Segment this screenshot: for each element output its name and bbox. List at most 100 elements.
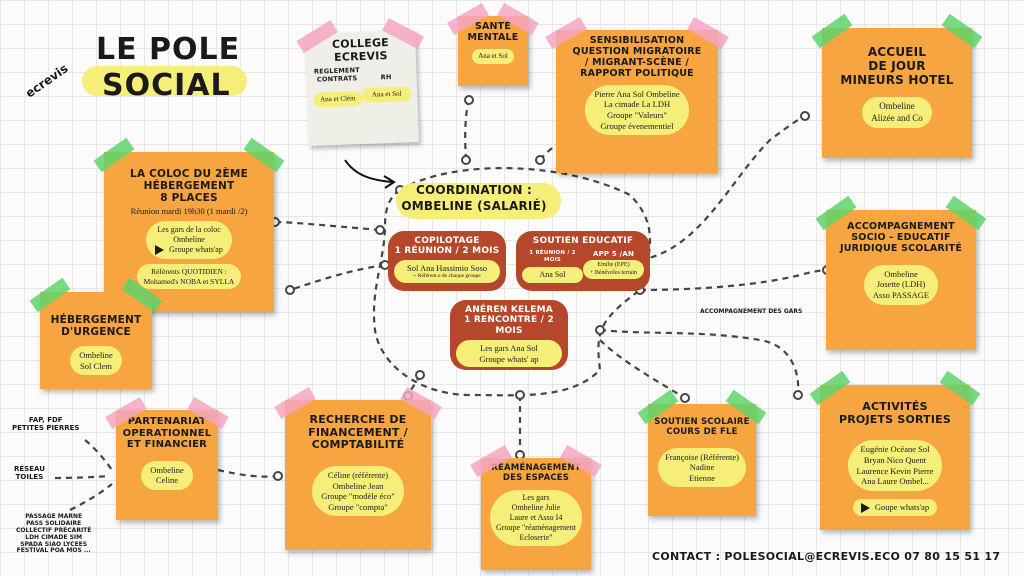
coordination-line1: COORDINATION : — [416, 183, 532, 197]
activites-value: Eugénie Océane Sol — [860, 444, 930, 455]
accueil-title-2: MINEURS HOTEL — [840, 72, 954, 87]
coordination-block: COORDINATION : OMBELINE (SALARIÉ) — [384, 180, 564, 222]
label-line: RÉSEAU — [14, 465, 45, 473]
note-accueil: ACCUEIL DE JOUR MINEURS HOTEL Ombeline A… — [811, 13, 983, 158]
reamenagement-value: Les gars — [522, 492, 550, 502]
recherche-value: Ombeline Jean — [332, 480, 384, 491]
coloc-pill2-value: Référents QUOTIDIEN : — [151, 267, 227, 277]
kelema-value: Groupe whats' ap — [479, 353, 539, 364]
activites-pill: Eugénie Océane Sol Bryan Nico Quent Laur… — [847, 440, 943, 491]
flag-icon — [155, 245, 165, 256]
urgence-pill: Ombeline Sol Clem — [70, 346, 122, 376]
title-highlight — [82, 66, 247, 96]
accueil-title-1: DE JOUR — [868, 58, 926, 73]
note-recherche: RECHERCHE DE FINANCEMENT / COMPTABILITÉ … — [274, 386, 442, 550]
recherche-pill: Céline (référente) Ombeline Jean Groupe … — [312, 465, 404, 517]
coloc-title-0: LA COLOC DU 2ÈME — [130, 168, 248, 180]
note-reamenagement: RÉAMÉNAGEMENT DES ESPACES Les gars Ombel… — [470, 444, 602, 570]
accompagnement-value: Josette (LDH) — [876, 279, 926, 290]
contact-line: CONTACT : POLESOCIAL@ECREVIS.ECO 07 80 1… — [652, 550, 1001, 563]
partenariat-pill: Ombeline Celine — [141, 460, 193, 490]
title-line1: LE POLE — [96, 32, 241, 67]
reamenagement-value: Ombeline Julie — [511, 502, 561, 512]
box-kelema: ANÉREN KELEMA 1 RENCONTRE / 2 MOIS Les g… — [450, 300, 568, 370]
soutien-scolaire-value: Etienne — [689, 472, 715, 483]
note-partenariat: PARTENARIAT OPERATIONNEL ET FINANCIER Om… — [105, 396, 229, 520]
coloc-pill1-value: Les gars de la coloc — [157, 225, 221, 235]
soutien-educatif-sub1: 1 RÉUNION / 2 MOIS — [529, 250, 576, 263]
partenariat-title-0: PARTENARIAT — [127, 416, 207, 427]
coloc-pill1: Les gars de la coloc Ombeline Groupe wha… — [146, 221, 232, 260]
coloc-title-1: HÉBERGEMENT — [143, 180, 235, 193]
soutien-scolaire-pill: Françoise (Référente) Nadine Etienne — [658, 447, 746, 488]
label-line: FESTIVAL POA MOS ... — [16, 547, 91, 555]
accompagnement-title-0: ACCOMPAGNEMENT — [847, 221, 955, 232]
recherche-title-1: FINANCEMENT / — [308, 425, 408, 439]
partenariat-label-c: PASSAGE MARNE PASS SOLIDAIRE COLLECTIF P… — [16, 513, 91, 555]
copilotage-note: + Référent.e de chaque groupe — [413, 273, 481, 280]
accompagnement-value: Ombeline — [884, 268, 918, 279]
reamenagement-title-0: RÉAMÉNAGEMENT — [491, 463, 581, 473]
college-col1-value: Ana et Clém — [313, 91, 363, 108]
recherche-value: Céline (référente) — [327, 469, 389, 480]
sensibilisation-title-0: SENSIBILISATION — [589, 35, 685, 46]
note-soutien-scolaire: SOUTIEN SCOLAIRE COURS DE FLE Françoise … — [637, 389, 767, 516]
soutien-educatif-value1: Ana Sol — [522, 266, 583, 283]
college-col1-title: REGLEMENT CONTRATS — [313, 66, 360, 84]
accompagnement-link-label: ACCOMPAGNEMENT DES GARS — [700, 308, 803, 315]
kelema-value: Les gars Ana Sol — [480, 343, 538, 354]
college-col2-value: Ana et Sol — [361, 86, 412, 103]
note-college: COLLEGE ECREVIS REGLEMENT CONTRATS Ana e… — [296, 17, 425, 146]
activites-whatsapp-pill: Goupe whats'ap — [852, 498, 938, 516]
copilotage-value: Sol Ana Hassimio Soso — [406, 262, 488, 273]
soutien-educatif-title: SOUTIEN EDUCATIF — [532, 236, 634, 246]
box-copilotage: COPILOTAGE 1 RÉUNION / 2 MOIS Sol Ana Ha… — [388, 231, 506, 291]
sensibilisation-pill: Pierre Ana Sol Ombeline La cimade La LDH… — [585, 84, 689, 136]
urgence-title-1: D'URGENCE — [61, 326, 131, 339]
activites-value: Bryan Nico Quent — [863, 454, 927, 465]
partenariat-label-a: FAP, FDF PETITES PIERRES — [12, 416, 79, 433]
note-activites: ACTIVITÉS PROJETS SORTIES Eugénie Océane… — [809, 370, 981, 530]
reamenagement-title-1: DES ESPACES — [502, 472, 570, 483]
activites-title-0: ACTIVITÉS — [862, 400, 928, 413]
partenariat-label-b: RÉSEAU TOILES — [14, 465, 45, 482]
note-sante-mentale: SANTÉ MENTALE Ana et Sol — [447, 2, 539, 86]
recherche-value: Groupe "modèle éco" — [321, 491, 395, 502]
soutien-educatif-pill2: Emilie (EPE) + Bénévoles terrain — [583, 260, 644, 280]
note-urgence: HÉBERGEMENT D'URGENCE Ombeline Sol Clem — [29, 277, 163, 389]
label-line: PASSAGE MARNE — [25, 513, 83, 520]
college-title2: ECREVIS — [333, 48, 388, 64]
accueil-value: Alizée and Co — [871, 112, 923, 123]
coordination-highlight — [396, 183, 561, 219]
sante-value: Ana et Sol — [472, 48, 514, 64]
coloc-pill1-value: Ombeline — [173, 235, 205, 245]
kelema-title-1: 1 RENCONTRE / 2 MOIS — [464, 315, 554, 336]
label-line: PETITES PIERRES — [12, 424, 80, 433]
accueil-title-0: ACCUEIL — [867, 45, 927, 59]
reamenagement-value: Ecloserie" — [519, 532, 553, 542]
ecrevis-logo: ecrevis — [22, 61, 71, 101]
sante-title1: SANTÉ — [474, 21, 512, 32]
partenariat-title-2: ET FINANCIER — [126, 439, 208, 450]
flag-icon — [860, 502, 870, 513]
soutien-educatif-value2b: + Bénévoles terrain — [589, 269, 638, 276]
sensibilisation-value: La cimade La LDH — [603, 99, 671, 110]
copilotage-title-0: COPILOTAGE — [414, 236, 480, 246]
kelema-title-0: ANÉREN KELEMA — [465, 305, 553, 315]
soutien-scolaire-title-0: SOUTIEN SCOLAIRE — [654, 417, 750, 427]
sensibilisation-value: Groupe "Valeurs" — [606, 109, 668, 120]
copilotage-title-1: 1 RÉUNION / 2 MOIS — [394, 246, 500, 257]
note-sensibilisation: SENSIBILISATION QUESTION MIGRATOIRE / MI… — [545, 16, 729, 173]
recherche-title-2: COMPTABILITÉ — [311, 438, 405, 452]
sante-title2: MENTALE — [467, 31, 519, 43]
reamenagement-value: Laure et Asso I4 — [509, 512, 563, 522]
soutien-scolaire-title-1: COURS DE FLE — [666, 426, 738, 437]
sensibilisation-value: Groupe évenementiel — [600, 120, 674, 131]
recherche-title-0: RECHERCHE DE — [309, 413, 407, 426]
note-accompagnement: ACCOMPAGNEMENT SOCIO - EDUCATIF JURIDIQU… — [815, 195, 987, 350]
activites-whatsapp: Goupe whats'ap — [874, 501, 930, 512]
accueil-pill: Ombeline Alizée and Co — [862, 97, 932, 128]
partenariat-value: Celine — [155, 475, 179, 486]
coloc-pill2: Référents QUOTIDIEN : Mohamed's NOBA et … — [136, 264, 242, 290]
coloc-meeting: Réunion mardi 19h30 (1 mardi /2) — [130, 206, 248, 217]
